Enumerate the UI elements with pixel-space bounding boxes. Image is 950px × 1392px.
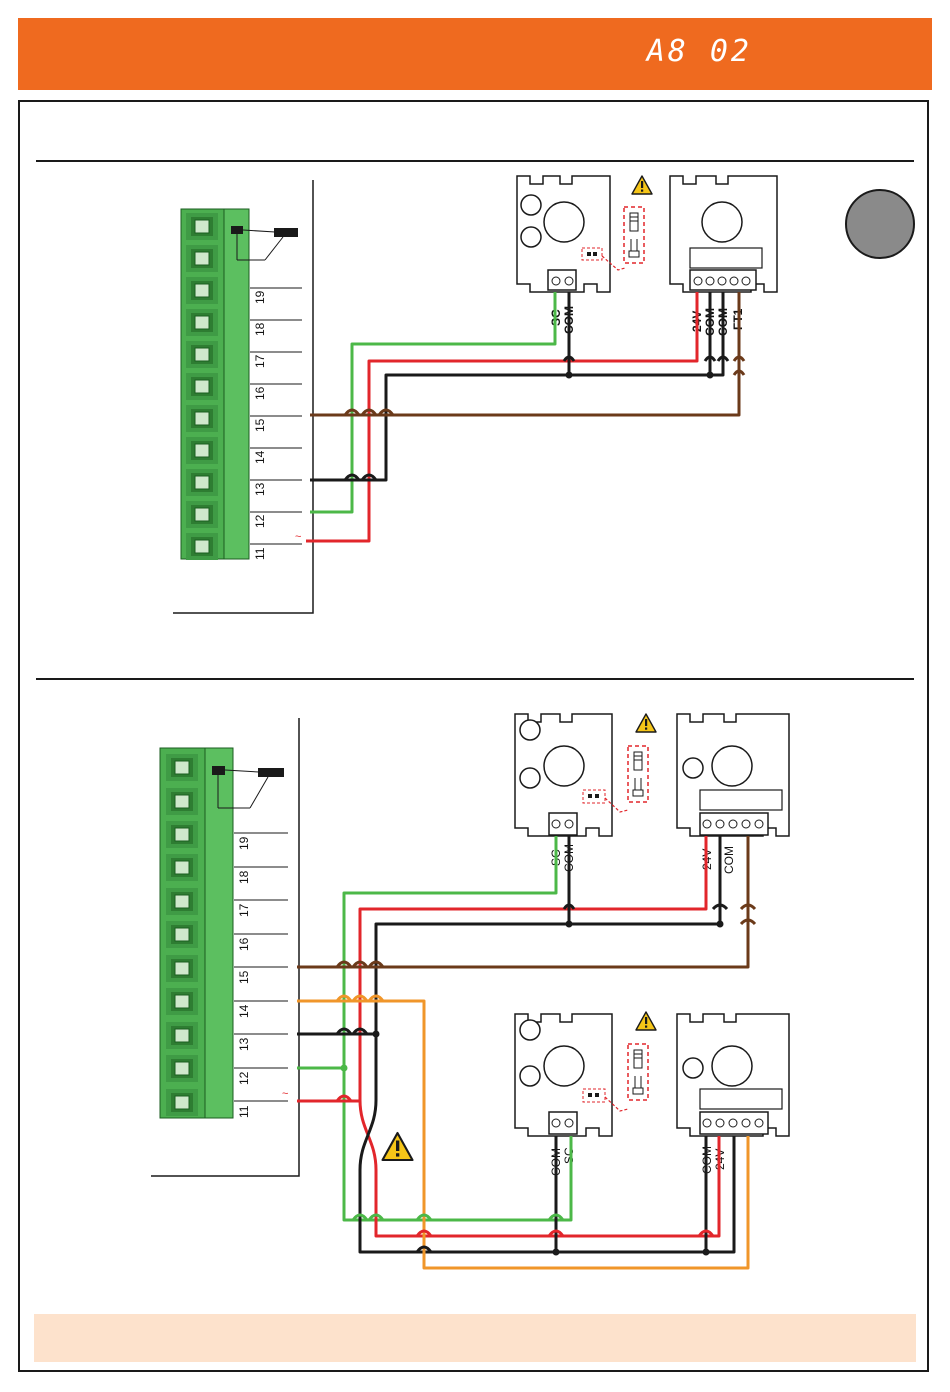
- terminal-label-14-b: 14: [237, 1004, 251, 1018]
- warning-icon-1: [636, 714, 656, 732]
- terminal-label-11: 11: [253, 547, 267, 560]
- photocell-receiver-2: [515, 1014, 612, 1136]
- ac-tilde-top: ~: [295, 531, 301, 543]
- terminal-label-12-b: 12: [237, 1071, 251, 1085]
- round-marker-icon: [846, 190, 914, 258]
- ac-tilde-bottom: ~: [282, 1088, 288, 1100]
- terminal-label-19: 19: [253, 290, 267, 304]
- warning-icon-crossover: [383, 1133, 413, 1160]
- terminal-label-13-b: 13: [237, 1037, 251, 1051]
- photocell-transmitter-top: [670, 176, 777, 292]
- tx1-label-com: COM: [722, 846, 736, 874]
- terminal-label-16: 16: [253, 386, 267, 400]
- terminal-label-14: 14: [253, 450, 267, 464]
- photocell-transmitter-1: [677, 714, 789, 836]
- jumper-icon-1: [628, 746, 648, 802]
- terminal-label-19-b: 19: [237, 836, 251, 850]
- jumper-icon-top: [624, 207, 644, 263]
- terminal-label-13: 13: [253, 482, 267, 496]
- photocell-receiver-1: [515, 714, 612, 836]
- terminal-label-18: 18: [253, 322, 267, 336]
- warning-icon-top: [632, 176, 652, 194]
- rx2-label-sc: SC: [562, 1147, 576, 1164]
- photocell-transmitter-2: [677, 1014, 789, 1136]
- terminal-label-18-b: 18: [237, 870, 251, 884]
- terminal-block-bottom: [160, 748, 233, 1118]
- warning-icon-2: [636, 1012, 656, 1030]
- wires-top: [306, 292, 739, 541]
- photocell-receiver-top: [517, 176, 610, 292]
- terminal-label-11-b: 11: [237, 1105, 251, 1118]
- terminal-label-17: 17: [253, 354, 267, 368]
- note-bar: [34, 1314, 916, 1362]
- jumper-icon-2: [628, 1044, 648, 1100]
- terminal-block-top: [181, 209, 249, 560]
- terminal-label-15: 15: [253, 418, 267, 432]
- terminal-label-16-b: 16: [237, 937, 251, 951]
- terminal-label-12: 12: [253, 514, 267, 528]
- terminal-label-15-b: 15: [237, 970, 251, 984]
- terminal-label-17-b: 17: [237, 903, 251, 917]
